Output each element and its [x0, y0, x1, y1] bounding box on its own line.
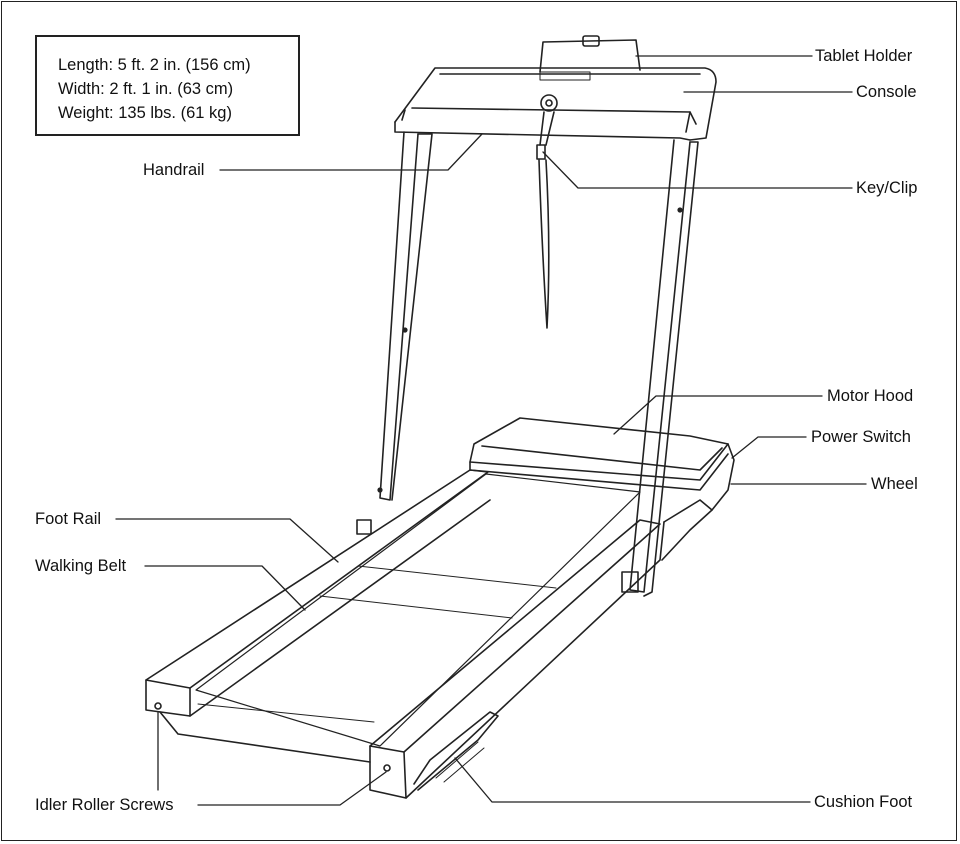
leader-power-switch	[731, 436, 807, 459]
spec-weight: Weight: 135 lbs. (61 kg)	[58, 104, 232, 122]
leader-key-clip	[542, 151, 853, 189]
leader-walking-belt	[144, 565, 306, 611]
leader-cushion-foot	[454, 757, 811, 803]
label-power-switch: Power Switch	[811, 428, 911, 446]
left-upright-drawing	[356, 131, 433, 535]
right-upright-drawing	[621, 139, 699, 597]
label-key-clip: Key/Clip	[856, 179, 918, 197]
key-clip-drawing	[536, 94, 558, 329]
label-tablet-holder: Tablet Holder	[815, 47, 913, 65]
label-cushion-foot: Cushion Foot	[814, 793, 913, 811]
leader-foot-rail	[115, 518, 339, 563]
label-console: Console	[856, 83, 917, 101]
label-wheel: Wheel	[871, 475, 918, 493]
label-handrail: Handrail	[143, 161, 205, 179]
leader-motor-hood	[613, 395, 823, 435]
leader-handrail	[219, 133, 483, 171]
leader-idler-roller-screws	[157, 711, 387, 806]
label-walking-belt: Walking Belt	[35, 557, 127, 575]
motor-hood-drawing	[469, 417, 735, 511]
label-foot-rail: Foot Rail	[35, 510, 102, 528]
console-drawing	[394, 67, 717, 141]
label-idler-roller-screws: Idler Roller Screws	[35, 796, 174, 814]
spec-width: Width: 2 ft. 1 in. (63 cm)	[58, 80, 234, 98]
treadmill-deck-drawing	[145, 469, 713, 799]
specifications-box: Length: 5 ft. 2 in. (156 cm) Width: 2 ft…	[35, 35, 300, 136]
spec-length: Length: 5 ft. 2 in. (156 cm)	[58, 56, 251, 74]
leader-lines	[115, 55, 867, 806]
label-motor-hood: Motor Hood	[827, 387, 914, 405]
tablet-holder-drawing	[539, 35, 641, 73]
